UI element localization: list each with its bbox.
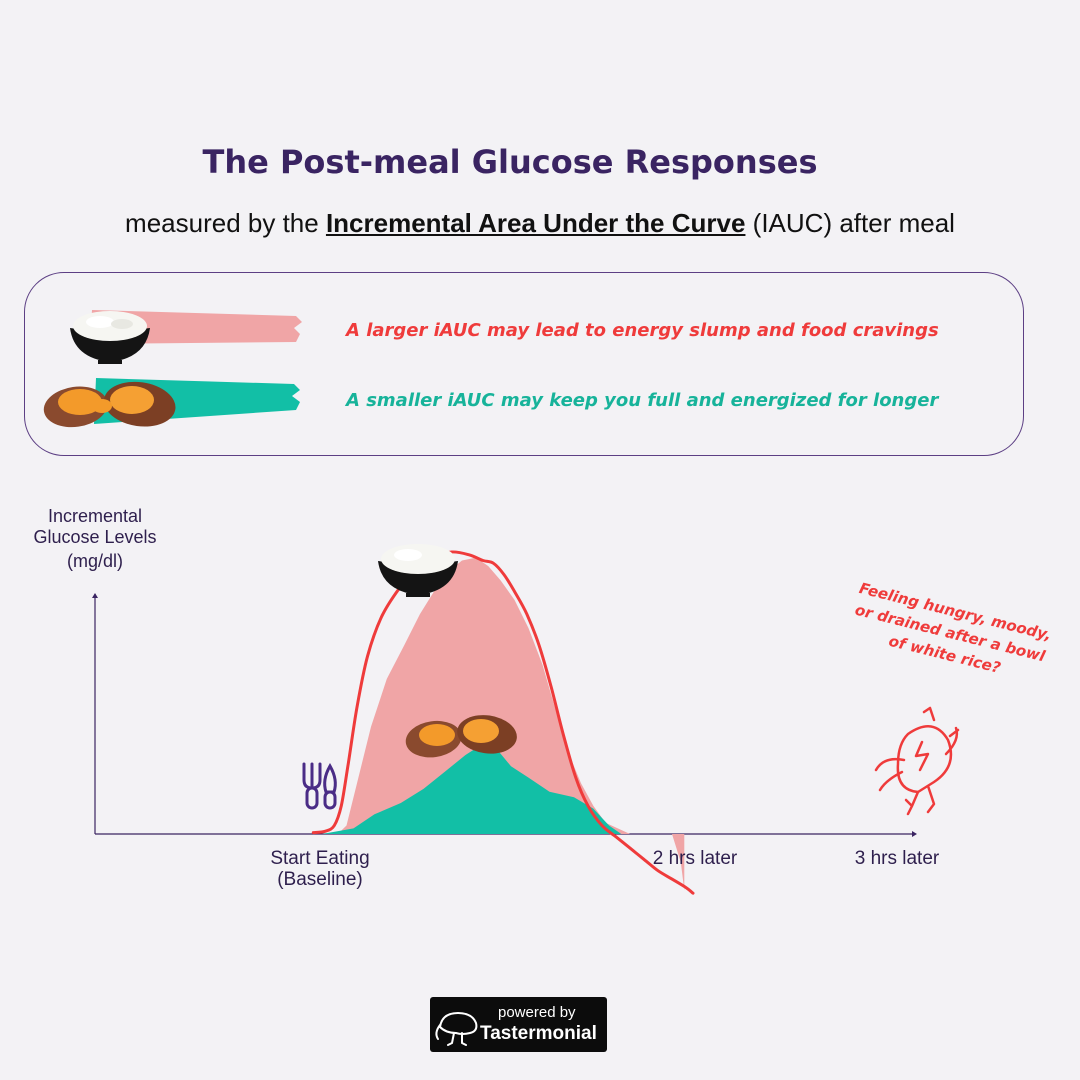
y-axis-label-line: (mg/dl) <box>66 551 123 571</box>
rice-bowl-icon <box>70 311 150 364</box>
x-axis-arrow <box>912 831 917 837</box>
subtitle-emphasis: Incremental Area Under the Curve <box>325 208 746 238</box>
sweet-potato-chart-icon <box>405 715 517 758</box>
rice-glucose-curve <box>311 550 695 895</box>
subtitle-suffix: (IAUC) after meal <box>745 208 955 238</box>
subtitle-prefix: measured by the <box>125 208 326 238</box>
y-axis-label: Incremental Glucose Levels (mg/dl) <box>20 506 170 572</box>
drained-lightbulb-icon <box>874 706 960 816</box>
powered-by-text: powered by <box>498 1004 576 1021</box>
y-axis-arrow <box>92 593 98 598</box>
potato-legend-text: A smaller iAUC may keep you full and ene… <box>346 390 939 411</box>
sweet-potato-icon <box>43 381 176 428</box>
x-tick-label-3hrs: 3 hrs later <box>832 848 962 869</box>
x-tick-label-line: Start Eating <box>270 848 370 869</box>
powered-by-logo[interactable]: powered by Tastermonial <box>430 997 607 1052</box>
y-axis-label-line: Glucose Levels <box>33 527 157 547</box>
x-tick-label-2hrs: 2 hrs later <box>630 848 760 869</box>
kiwi-bird-icon <box>435 1011 478 1046</box>
rice-bowl-chart-icon <box>378 544 458 597</box>
brand-name: Tastermonial <box>480 1023 597 1044</box>
legend-box <box>24 272 1024 456</box>
page-subtitle: measured by the Incremental Area Under t… <box>0 208 1080 239</box>
x-tick-label-line: 3 hrs later <box>854 848 940 869</box>
sweet-potato-area <box>322 743 622 834</box>
fork-and-knife-icon <box>302 762 337 810</box>
x-tick-label-start: Start Eating (Baseline) <box>250 848 390 890</box>
y-axis-label-line: Incremental <box>47 506 143 526</box>
page-title: The Post-meal Glucose Responses <box>202 143 818 181</box>
x-tick-label-line: 2 hrs later <box>652 848 738 869</box>
rice-legend-text: A larger iAUC may lead to energy slump a… <box>346 320 939 341</box>
x-tick-label-line: (Baseline) <box>277 869 363 890</box>
